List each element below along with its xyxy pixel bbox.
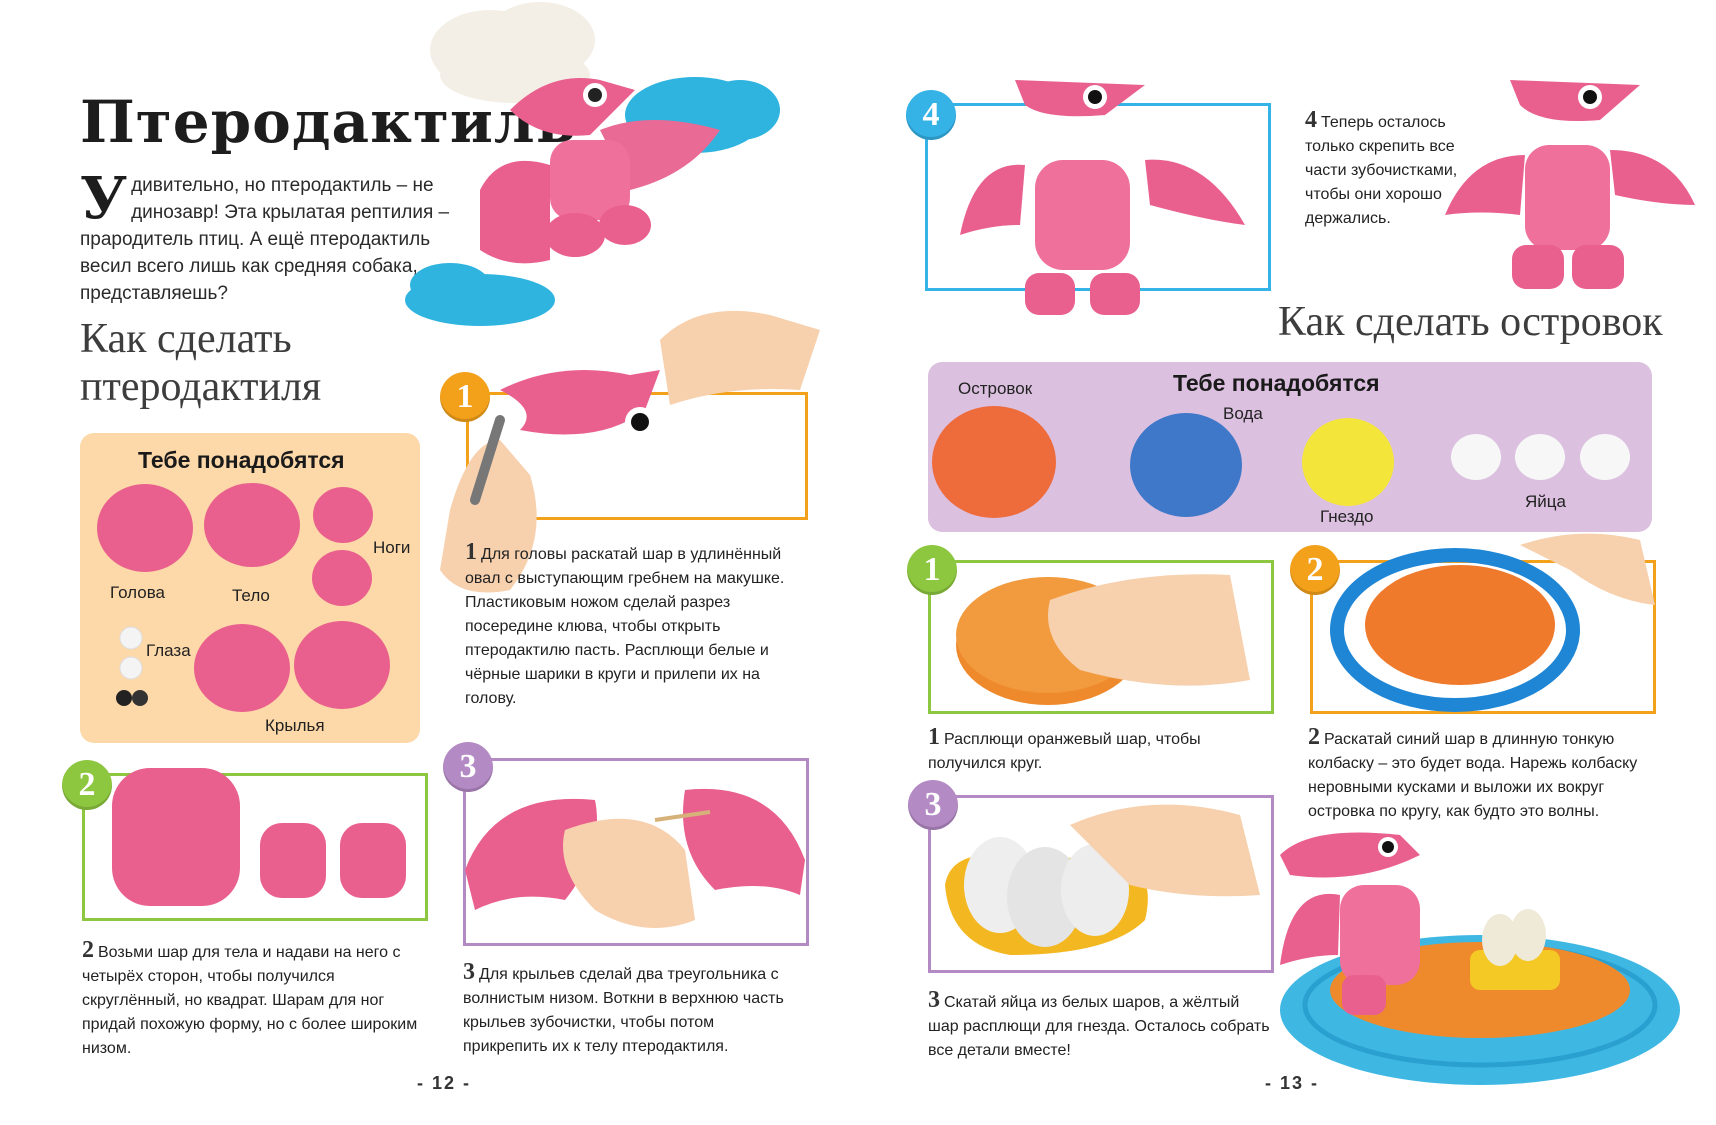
island-step-3-illustration: [945, 804, 1260, 955]
label-eggs: Яйца: [1525, 492, 1566, 511]
island-step-2-number: 2: [1308, 724, 1320, 750]
island-step-3-badge: 3: [908, 780, 958, 830]
step-4-illustration: [960, 80, 1245, 315]
label-head: Голова: [110, 583, 166, 602]
page-number-left: - 12 -: [417, 1073, 472, 1093]
label-body: Тело: [232, 586, 270, 605]
assembled-pterodactyl-illustration: [1445, 80, 1695, 289]
page-number-right: - 13 -: [1265, 1073, 1320, 1093]
label-wings: Крылья: [265, 716, 325, 735]
subtitle-line-1: Как сделать: [80, 316, 292, 362]
step-3-description: Для крыльев сделай два треугольника с во…: [463, 966, 784, 1055]
materials-title: Тебе понадобятся: [138, 447, 345, 473]
island-step-1-number: 1: [928, 724, 940, 750]
label-water: Вода: [1223, 404, 1263, 423]
subtitle-line-2: птеродактиля: [80, 364, 322, 410]
island-materials-illustration: [932, 406, 1630, 518]
section-subtitle: Как сделать птеродактиля: [80, 315, 321, 411]
island-step-1-illustration: [956, 574, 1250, 705]
drop-cap: У: [80, 164, 128, 232]
step-3-badge: 3: [443, 742, 493, 792]
intro-text: дивительно, но птеродактиль – не динозав…: [80, 175, 450, 304]
step-1-badge: 1: [440, 372, 490, 422]
step-4-description: Теперь осталось только скрепить все част…: [1305, 114, 1458, 227]
materials-panel-right: Тебе понадобятся Островок Вода Гнездо Яй…: [928, 362, 1652, 532]
step-1-number: 1: [465, 539, 477, 565]
materials-title-right: Тебе понадобятся: [1173, 370, 1380, 396]
step-2-illustration: [112, 768, 406, 906]
clay-balls-illustration: [97, 483, 390, 712]
step-2-badge: 2: [62, 760, 112, 810]
island-step-3-description: Скатай яйца из белых шаров, а жёлтый шар…: [928, 994, 1270, 1059]
materials-panel-left: Тебе понадобятся Голова Тело Ноги Глаза …: [80, 433, 420, 743]
intro-paragraph: У дивительно, но птеродактиль – не диноз…: [80, 164, 460, 307]
step-4-badge: 4: [906, 90, 956, 140]
island-subtitle: Как сделать островок: [1278, 299, 1663, 345]
label-legs: Ноги: [373, 538, 411, 557]
step-4-number: 4: [1305, 107, 1317, 133]
island-step-2-description: Раскатай синий шар в длинную тонкую колб…: [1308, 731, 1638, 820]
step-3-illustration: [465, 788, 805, 928]
step-2-number: 2: [82, 937, 94, 963]
island-step-1-badge: 1: [907, 545, 957, 595]
step-3-number: 3: [463, 959, 475, 985]
label-island: Островок: [958, 379, 1033, 398]
island-step-1-description: Расплющи оранжевый шар, чтобы получился …: [928, 731, 1201, 772]
pterodactyl-hero-illustration: [405, 2, 780, 326]
island-step-3-number: 3: [928, 987, 940, 1013]
step-1-description: Для головы раскатай шар в удлинённый ова…: [465, 546, 785, 707]
step-2-description: Возьми шар для тела и надави на него с ч…: [82, 944, 418, 1057]
label-eyes: Глаза: [146, 641, 191, 660]
island-step-2-illustration: [1330, 533, 1655, 712]
label-nest: Гнездо: [1320, 507, 1374, 526]
island-step-2-badge: 2: [1290, 545, 1340, 595]
final-island-scene-illustration: [1280, 832, 1680, 1085]
step-1-illustration: [440, 310, 820, 593]
